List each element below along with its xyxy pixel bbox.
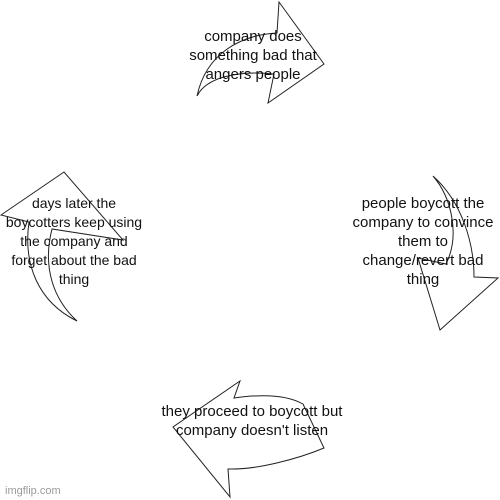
- curved-arrow-left: [0, 171, 125, 322]
- step-label-bottom: they proceed to boycott but company does…: [161, 403, 343, 439]
- curved-arrow-right: [417, 175, 500, 331]
- step-label-left: days later the boycotters keep using the…: [5, 195, 143, 287]
- curved-arrow-bottom: [172, 379, 325, 499]
- watermark: imgflip.com: [5, 485, 61, 497]
- step-label-right: people boycott the company to convince t…: [352, 195, 494, 288]
- step-label-top: company does something bad that angers p…: [189, 28, 317, 83]
- curved-arrow-top: [196, 0, 325, 105]
